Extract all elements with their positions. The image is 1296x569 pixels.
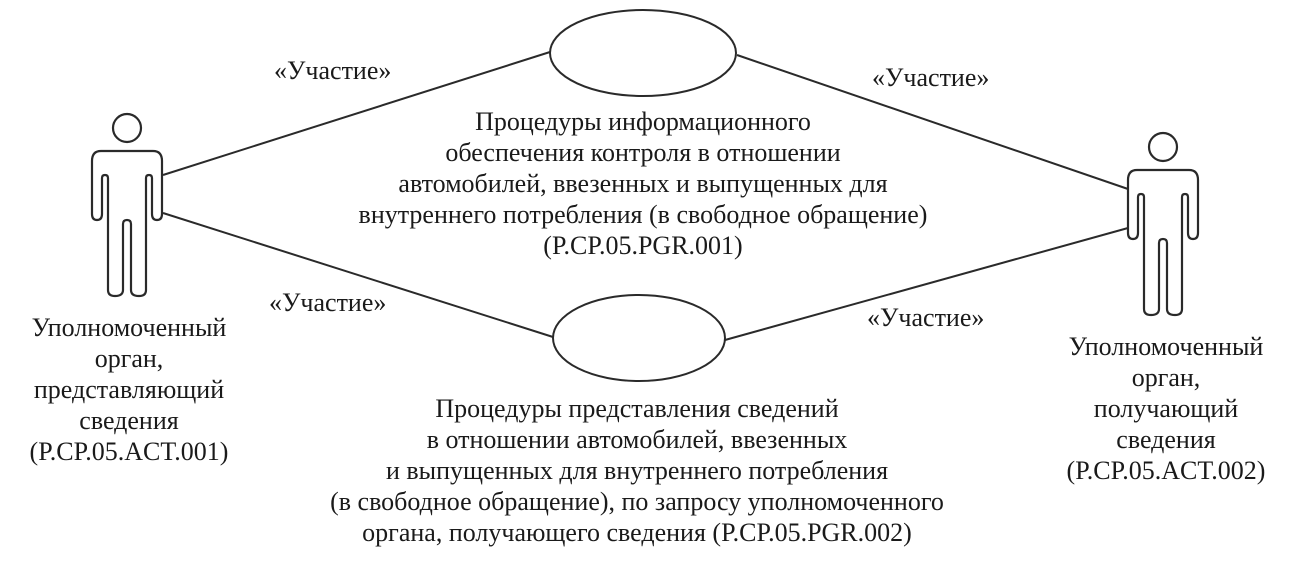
actor-label-line: (P.CP.05.ACT.001) (29, 437, 229, 466)
actor-label-line: получающий (1093, 394, 1239, 423)
use-case-label-pgr002: Процедуры представления сведений в отнош… (272, 393, 1002, 548)
stereotype-label-act002-pgr002: «Участие» (867, 303, 985, 332)
actor-icon-act002[interactable] (1126, 131, 1200, 317)
actor-label-line: сведения (1116, 425, 1216, 454)
use-case-label-line: Процедуры представления сведений (435, 394, 839, 423)
stereotype-label-act001-pgr001: «Участие» (274, 56, 392, 85)
actor-label-line: (P.CP.05.ACT.002) (1066, 456, 1266, 485)
actor-icon-act001[interactable] (90, 112, 164, 298)
use-case-label-line: (в свободное обращение), по запросу упол… (330, 487, 944, 516)
use-case-label-line: автомобилей, ввезенных и выпущенных для (398, 169, 888, 198)
use-case-label-line: органа, получающего сведения (P.CP.05.PG… (362, 518, 912, 547)
use-case-label-line: в отношении автомобилей, ввезенных (426, 425, 848, 454)
use-case-label-line: внутреннего потребления (в свободное обр… (358, 200, 928, 229)
actor-label-line: Уполномоченный (31, 313, 227, 342)
use-case-ellipse-pgr001[interactable] (549, 9, 737, 97)
use-case-label-line: (P.CP.05.PGR.001) (543, 231, 743, 260)
stereotype-label-act001-pgr002: «Участие» (269, 288, 387, 317)
use-case-label-line: Процедуры информационного (475, 107, 811, 136)
actor-label-line: Уполномоченный (1068, 332, 1264, 361)
stereotype-label-act002-pgr001: «Участие» (872, 63, 990, 92)
use-case-label-line: обеспечения контроля в отношении (445, 138, 841, 167)
association-line-act001-pgr001 (162, 51, 551, 176)
actor-label-line: представляющий (33, 375, 225, 404)
actor-label-line: сведения (79, 406, 179, 435)
actor-label-act001: Уполномоченный орган, представляющий све… (0, 312, 258, 467)
actor-label-act002: Уполномоченный орган, получающий сведени… (1036, 331, 1296, 486)
use-case-label-pgr001: Процедуры информационного обеспечения ко… (358, 106, 928, 261)
association-line-act002-pgr001 (736, 54, 1129, 190)
association-line-act001-pgr002 (162, 212, 554, 338)
actor-label-line: орган, (94, 344, 164, 373)
use-case-label-line: и выпущенных для внутреннего потребления (385, 456, 889, 485)
actor-label-line: орган, (1131, 363, 1201, 392)
use-case-ellipse-pgr002[interactable] (552, 294, 726, 382)
association-line-act002-pgr002 (724, 227, 1129, 341)
